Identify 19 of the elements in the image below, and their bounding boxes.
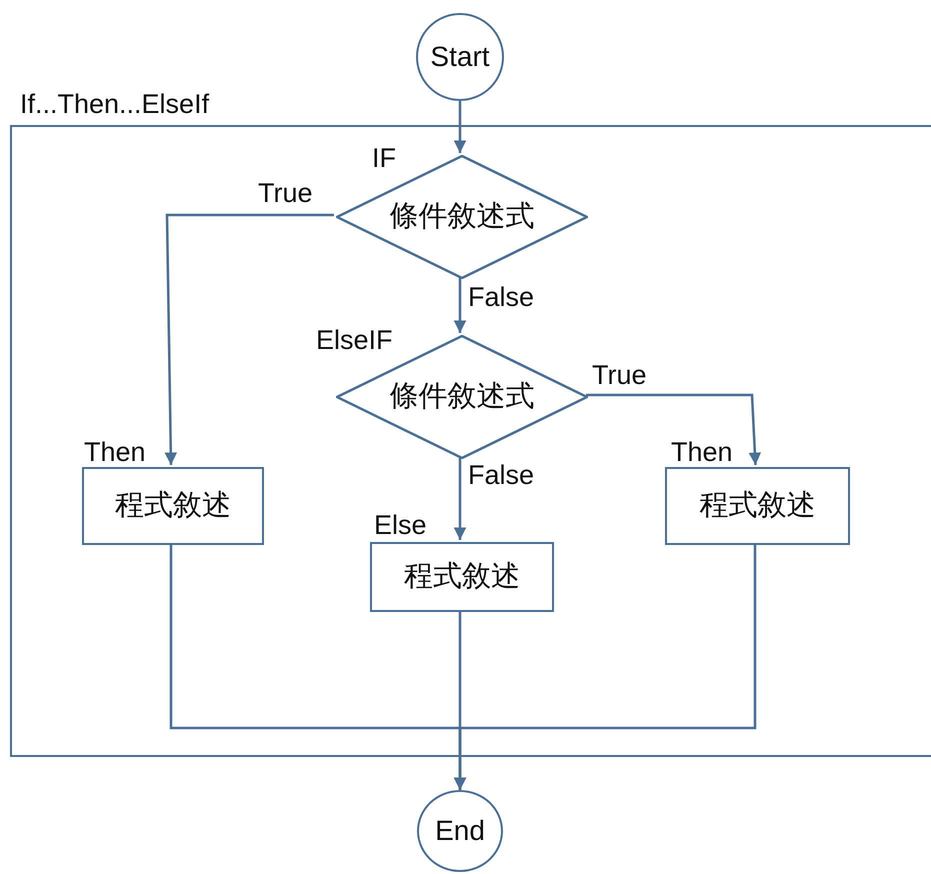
box-heading: Then [84, 439, 146, 466]
box-heading: Then [671, 439, 733, 466]
arrow [454, 543, 756, 790]
statement-text: 程式敘述 [700, 492, 816, 520]
terminal-label: Start [430, 43, 490, 71]
condition-text: 條件敘述式 [390, 382, 534, 412]
arrow [454, 101, 466, 153]
diamond-heading: IF [372, 145, 396, 172]
arrow [454, 457, 466, 540]
box-heading: Else [374, 512, 427, 539]
statement-text: 程式敘述 [115, 492, 231, 520]
arrow [164, 214, 334, 466]
arrow [586, 394, 762, 466]
arrow [454, 277, 466, 333]
terminal-label: End [435, 817, 485, 845]
diamond-heading: ElseIF [316, 327, 393, 354]
frame-title: If...Then...ElseIf [20, 91, 210, 118]
condition-text: 條件敘述式 [390, 202, 534, 232]
statement-text: 程式敘述 [404, 562, 520, 592]
